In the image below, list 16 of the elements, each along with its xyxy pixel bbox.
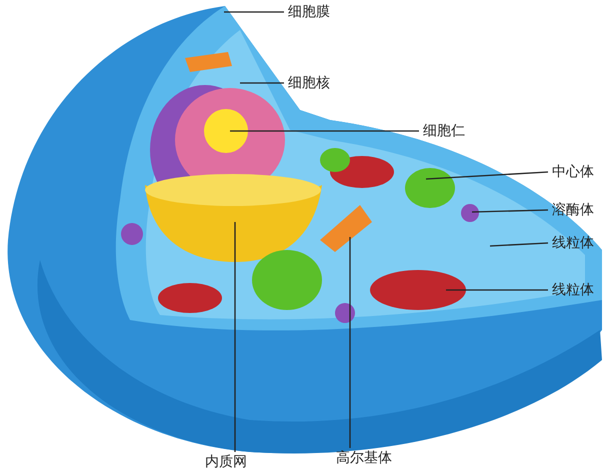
leader-line: [230, 130, 419, 132]
part-label: 高尔基体: [336, 450, 392, 466]
leader-line: [472, 209, 548, 213]
part-label: 细胞核: [288, 75, 330, 91]
part-label: 线粒体: [552, 235, 594, 251]
leader-line: [349, 237, 351, 448]
part-label: 线粒体: [552, 282, 594, 298]
leader-line: [446, 289, 548, 291]
leader-line: [224, 11, 284, 13]
leader-line: [426, 171, 548, 180]
part-label: 细胞膜: [288, 4, 330, 20]
leader-line: [234, 222, 236, 452]
part-label: 中心体: [552, 164, 594, 180]
leader-line: [490, 242, 548, 247]
part-label: 细胞仁: [423, 123, 465, 139]
part-label: 内质网: [205, 454, 247, 470]
